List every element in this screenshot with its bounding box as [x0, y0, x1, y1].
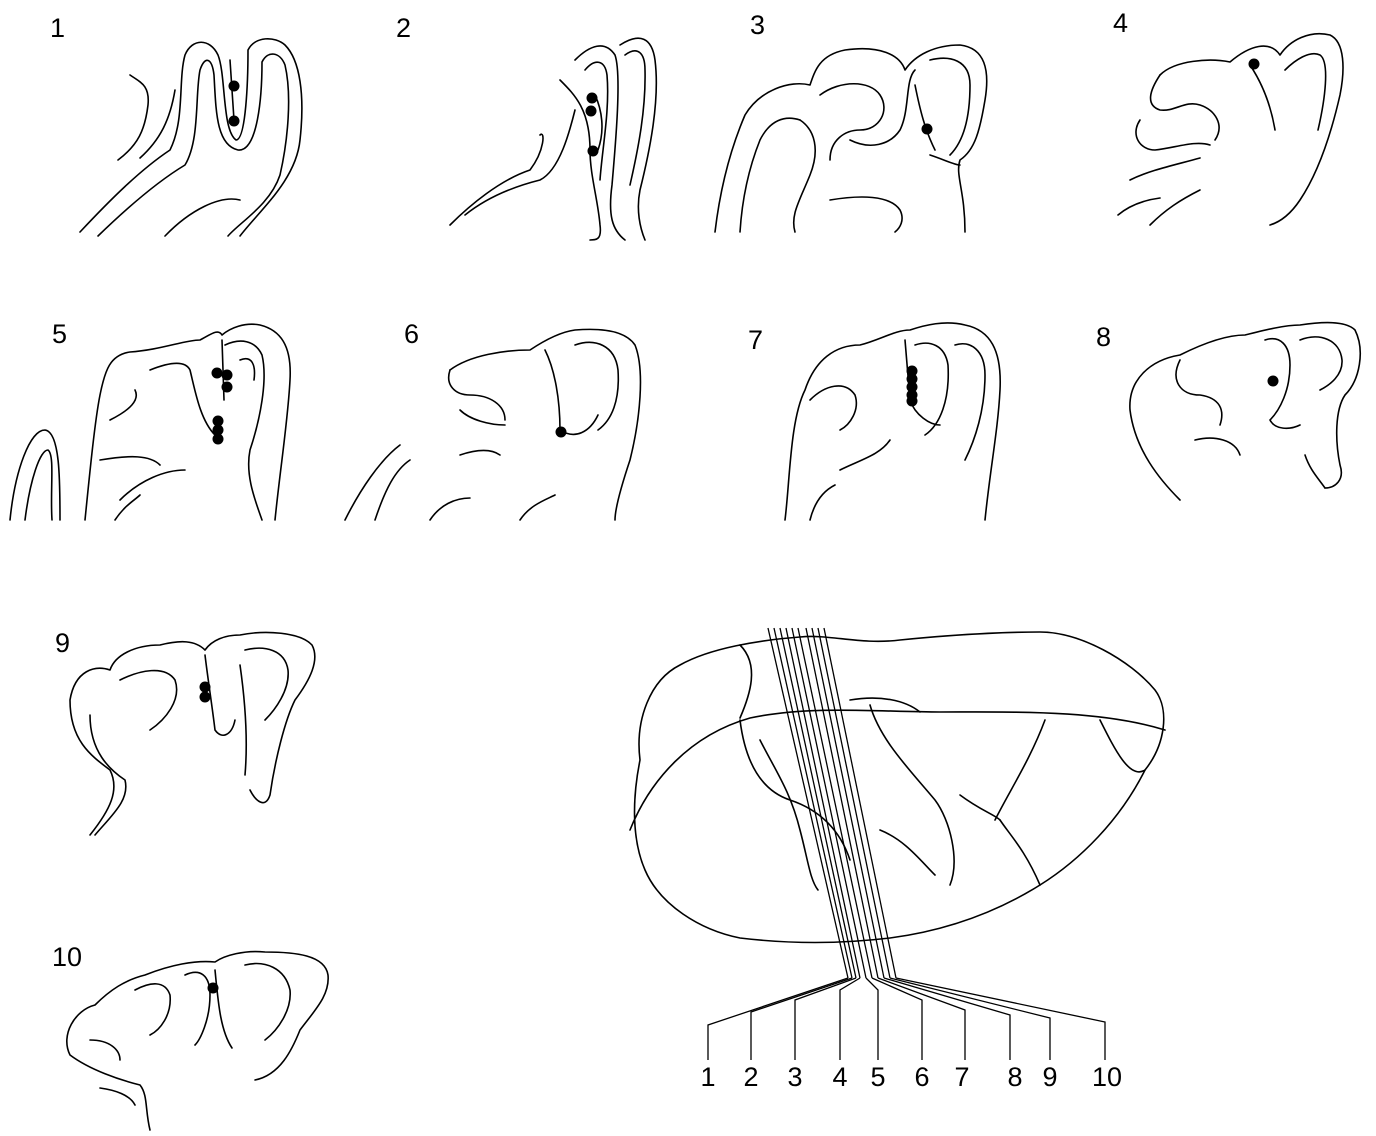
panel-label-5: 5	[52, 319, 67, 349]
lesion-marker	[200, 692, 211, 703]
panel-label-6: 6	[404, 319, 419, 349]
lesion-marker	[213, 434, 224, 445]
section-panel-1: 1	[50, 13, 302, 236]
leader-lines	[708, 978, 1105, 1060]
section-panel-8: 8	[1096, 322, 1360, 500]
panel-label-1: 1	[50, 13, 65, 43]
lesion-marker	[587, 93, 598, 104]
map-label-7: 7	[954, 1062, 969, 1092]
section-panel-6: 6	[345, 319, 640, 520]
lesion-marker	[586, 106, 597, 117]
section-panel-9: 9	[55, 628, 315, 835]
panel-label-8: 8	[1096, 322, 1111, 352]
section-outline	[70, 632, 315, 835]
section-outline	[1130, 323, 1360, 500]
panel-label-4: 4	[1113, 8, 1128, 38]
map-label-5: 5	[870, 1062, 885, 1092]
section-outline	[80, 39, 302, 236]
lesion-marker	[556, 427, 567, 438]
section-panel-10: 10	[52, 942, 328, 1130]
map-label-3: 3	[787, 1062, 802, 1092]
panel-label-7: 7	[748, 325, 763, 355]
map-label-9: 9	[1042, 1062, 1057, 1092]
map-label-6: 6	[914, 1062, 929, 1092]
lesion-marker	[222, 370, 233, 381]
section-outline	[785, 323, 1000, 520]
lesion-marker	[1268, 376, 1279, 387]
section-plane-lines	[768, 628, 896, 978]
map-label-10: 10	[1092, 1062, 1122, 1092]
lesion-marker	[208, 983, 219, 994]
lesion-marker	[922, 124, 933, 135]
map-label-2: 2	[743, 1062, 758, 1092]
map-label-4: 4	[832, 1062, 847, 1092]
panel-label-9: 9	[55, 628, 70, 658]
lesion-marker	[588, 146, 599, 157]
lesion-marker	[229, 116, 240, 127]
panel-label-2: 2	[396, 13, 411, 43]
section-outline	[715, 45, 987, 232]
map-label-8: 8	[1007, 1062, 1022, 1092]
section-panel-4: 4	[1113, 8, 1343, 225]
section-position-labels: 1 2 3 4 5 6 7 8 9 10	[700, 1062, 1122, 1092]
section-outline	[10, 324, 290, 520]
lesion-marker	[200, 682, 211, 693]
lateral-brain-map: 1 2 3 4 5 6 7 8 9 10	[630, 628, 1165, 1092]
section-panel-5: 5	[10, 319, 290, 520]
lesion-marker	[222, 382, 233, 393]
section-outline	[1118, 34, 1343, 225]
section-panel-7: 7	[748, 323, 1000, 520]
brain-outline	[630, 632, 1165, 943]
lesion-marker	[212, 368, 223, 379]
section-outline	[67, 952, 328, 1130]
section-outline	[450, 38, 656, 240]
map-label-1: 1	[700, 1062, 715, 1092]
lesion-marker	[229, 81, 240, 92]
section-outline	[345, 329, 640, 520]
lesion-marker	[1249, 59, 1260, 70]
section-panel-2: 2	[396, 13, 656, 240]
section-panel-3: 3	[715, 10, 987, 232]
panel-label-3: 3	[750, 10, 765, 40]
lesion-marker	[907, 396, 918, 407]
panel-label-10: 10	[52, 942, 82, 972]
